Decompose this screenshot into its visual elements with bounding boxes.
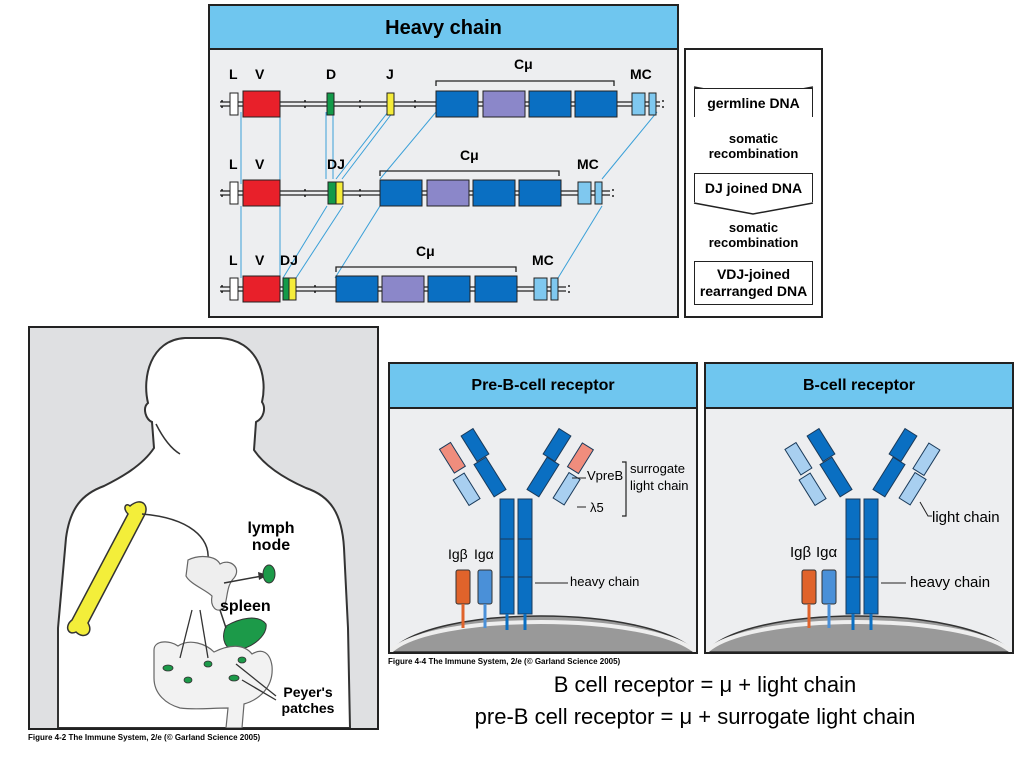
label-J: J bbox=[386, 66, 394, 82]
heavy-chain-label: heavy chain bbox=[570, 574, 640, 589]
label-MC: MC bbox=[577, 156, 599, 172]
spleen-label: spleen bbox=[220, 598, 271, 615]
light-chain-label: light chain bbox=[932, 509, 1000, 526]
peyers-patches-label: Peyer's patches bbox=[281, 684, 335, 716]
dj-joined-row bbox=[220, 170, 610, 207]
body-figure-panel: lymph node spleen Peyer's patches bbox=[28, 326, 379, 730]
somatic-recombination-2: somatic recombination bbox=[708, 220, 799, 250]
somatic-recombination-1: somatic recombination bbox=[708, 131, 799, 161]
bone-icon bbox=[66, 501, 147, 637]
dj-joined-dna-label: DJ joined DNA bbox=[694, 173, 813, 202]
germline-dna-label: germline DNA bbox=[694, 88, 813, 117]
label-D: D bbox=[326, 66, 337, 82]
b-cell-receptor-panel: B-cell receptor light ch bbox=[704, 362, 1014, 654]
human-silhouette bbox=[57, 337, 352, 728]
label-L: L bbox=[229, 66, 238, 82]
label-DJ: DJ bbox=[327, 156, 345, 172]
vpreb-label: VpreB bbox=[587, 468, 624, 483]
surrogate-light-chain-label: surrogate light chain bbox=[630, 461, 689, 493]
pre-b-cell-receptor-equation: pre-B cell receptor = μ + surrogate ligh… bbox=[474, 704, 916, 729]
spleen-icon bbox=[223, 617, 267, 651]
lambda5-label: λ5 bbox=[590, 500, 604, 515]
lymph-node-icon bbox=[262, 564, 276, 584]
label-Cmu: Cμ bbox=[416, 243, 435, 259]
ig-beta-label: Igβ bbox=[448, 546, 468, 562]
label-MC: MC bbox=[630, 66, 652, 82]
germline-row bbox=[220, 80, 660, 118]
heavy-chain-diagram bbox=[220, 80, 664, 303]
label-MC: MC bbox=[532, 252, 554, 268]
thymus-icon bbox=[185, 555, 238, 611]
recombination-panel: germline DNA germline DNA somatic recomb… bbox=[684, 48, 823, 318]
ig-beta-label: Igβ bbox=[790, 544, 812, 561]
ig-alpha-label: Igα bbox=[816, 544, 838, 561]
figure-4-4-caption: Figure 4-4 The Immune System, 2/e (© Gar… bbox=[388, 657, 621, 666]
vdj-joined-row bbox=[220, 266, 566, 303]
b-cell-title: B-cell receptor bbox=[706, 364, 1012, 409]
vdj-joined-dna-label: VDJ-joined rearranged DNA bbox=[694, 261, 813, 305]
pre-b-cell-receptor-panel: Pre-B-cell receptor bbox=[388, 362, 698, 654]
ig-alpha-label: Igα bbox=[474, 546, 494, 562]
label-DJ: DJ bbox=[280, 252, 298, 268]
label-Cmu: Cμ bbox=[514, 56, 533, 72]
b-cell-receptor-diagram bbox=[706, 427, 1012, 652]
pre-b-title: Pre-B-cell receptor bbox=[390, 364, 696, 409]
label-Cmu: Cμ bbox=[460, 147, 479, 163]
label-V: V bbox=[255, 252, 265, 268]
label-V: V bbox=[255, 66, 265, 82]
heavy-chain-title: Heavy chain bbox=[210, 6, 677, 50]
label-V: V bbox=[255, 156, 265, 172]
pre-b-receptor-diagram bbox=[390, 427, 696, 652]
heavy-chain-panel: Heavy chain bbox=[208, 4, 679, 318]
heavy-chain-label: heavy chain bbox=[910, 574, 991, 591]
label-L: L bbox=[229, 156, 238, 172]
lymph-node-label: lymph node bbox=[247, 520, 295, 554]
figure-4-2-caption: Figure 4-2 The Immune System, 2/e (© Gar… bbox=[28, 733, 261, 742]
label-L: L bbox=[229, 252, 238, 268]
b-cell-receptor-equation: B cell receptor = μ + light chain bbox=[553, 672, 857, 697]
